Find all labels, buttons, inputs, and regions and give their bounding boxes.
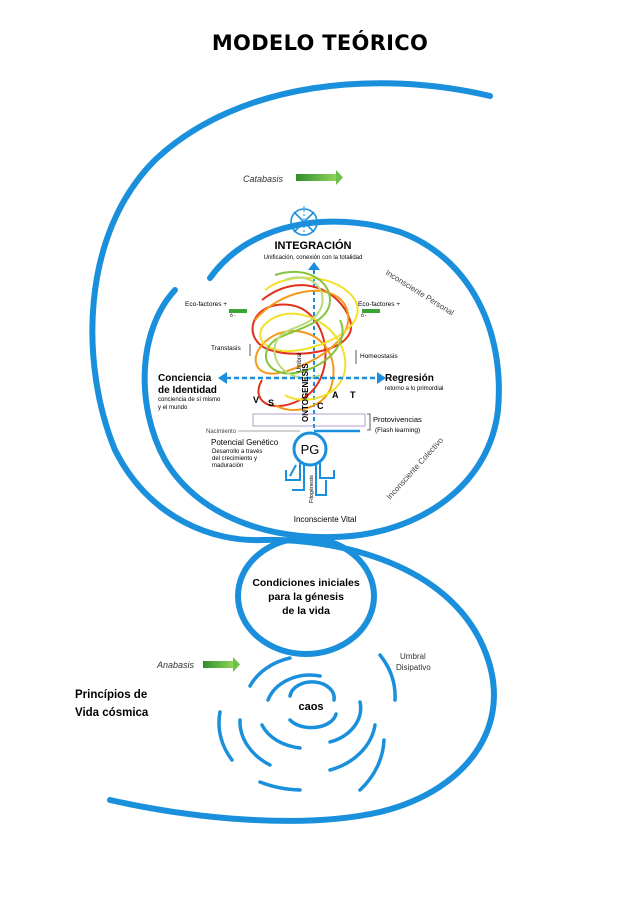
condiciones-circle — [235, 535, 377, 657]
helix-curves — [251, 270, 359, 411]
umbral-small-label: Umbral — [297, 353, 303, 372]
eco-factores-right-sub: ó - — [361, 313, 367, 319]
letter-a: A — [332, 390, 339, 400]
letter-v: V — [253, 395, 259, 405]
conciencia-sub1: conciencia de sí mismo — [158, 397, 221, 403]
eco-right-bar — [362, 309, 380, 313]
principios-line1: Princípios de — [75, 689, 147, 701]
eco-factores-left-sub: ó - — [230, 313, 236, 319]
outer-spiral — [89, 80, 497, 824]
filogenesis-label: Filogénesis — [309, 475, 315, 503]
caos-swirl-icon — [217, 653, 397, 792]
regresion-sub: retorno a lo primordial — [385, 386, 443, 392]
eco-factores-left: Eco-factores + — [185, 301, 227, 308]
potencial-line1: Potencial Genético — [211, 438, 279, 447]
conciencia-line2: de Identidad — [158, 385, 217, 396]
conciencia-sub2: y el mundo — [158, 405, 188, 411]
integration-symbol-icon — [290, 206, 318, 238]
inconsciente-vital-label: Inconsciente Vital — [294, 515, 357, 524]
catabasis-arrow-icon — [296, 170, 343, 185]
vertical-axis-arrowhead-icon — [308, 262, 320, 270]
anabasis-label: Anabasis — [156, 660, 195, 670]
umbral-disipativo-line1: Umbral — [400, 652, 426, 661]
conciencia-line1: Conciencia — [158, 373, 212, 384]
diagram-title: MODELO TEÓRICO — [212, 30, 428, 55]
integracion-subtitle: Unificación, conexión con la totalidad — [264, 255, 363, 261]
arrow-left-icon — [218, 372, 227, 384]
protovivencias-line2: (Flash learning) — [375, 427, 420, 434]
inconsciente-personal-label: Inconsciente Personal — [384, 268, 456, 317]
homeostasis-label: Homeostasis — [360, 353, 398, 360]
condiciones-line1: Condiciones iniciales — [252, 577, 360, 589]
umbral-disipativo-line2: Disipativo — [396, 663, 431, 672]
potencial-line3: del crecimiento y — [212, 456, 257, 462]
curve-yellow — [259, 276, 359, 401]
letter-c: C — [317, 401, 324, 411]
pg-circle — [292, 431, 328, 467]
inconsciente-colectivo-label: Inconsciente Colectivo — [385, 435, 446, 501]
principios-line2: Vida cósmica — [75, 707, 149, 719]
protovivencias-line1: Protovivencias — [373, 415, 422, 424]
caos-label: caos — [298, 701, 323, 713]
arrow-right-icon — [377, 372, 386, 384]
anabasis-arrow-icon — [203, 657, 240, 672]
condiciones-line3: de la vida — [282, 605, 330, 617]
letter-t: T — [350, 390, 356, 400]
letter-s: S — [268, 398, 274, 408]
pg-label: PG — [301, 442, 320, 457]
filogenesis-roots-icon — [285, 463, 335, 496]
eco-factores-right: Eco-factores + — [358, 301, 400, 308]
potencial-line4: maduración — [212, 463, 243, 469]
transtasis-label: Transtasis — [211, 345, 241, 352]
protovivencias-bracket — [367, 413, 371, 431]
integracion-title: INTEGRACIÓN — [275, 239, 352, 252]
potencial-line2: Desarrollo a través — [212, 449, 262, 455]
ontogenesis-label: ONTOGENESIS — [301, 363, 310, 422]
catabasis-label: Catabasis — [243, 174, 284, 184]
protovivencias-box — [252, 413, 366, 427]
curve-green — [264, 270, 344, 375]
nacimiento-label: Nacimiento — [206, 429, 237, 435]
eco-left-bar — [229, 309, 247, 313]
regresion-title: Regresión — [385, 373, 434, 384]
curve-lightgreen — [273, 276, 324, 380]
condiciones-line2: para la génesis — [268, 591, 344, 603]
curve-orange — [254, 289, 350, 411]
inner-spiral-circle — [141, 218, 502, 541]
